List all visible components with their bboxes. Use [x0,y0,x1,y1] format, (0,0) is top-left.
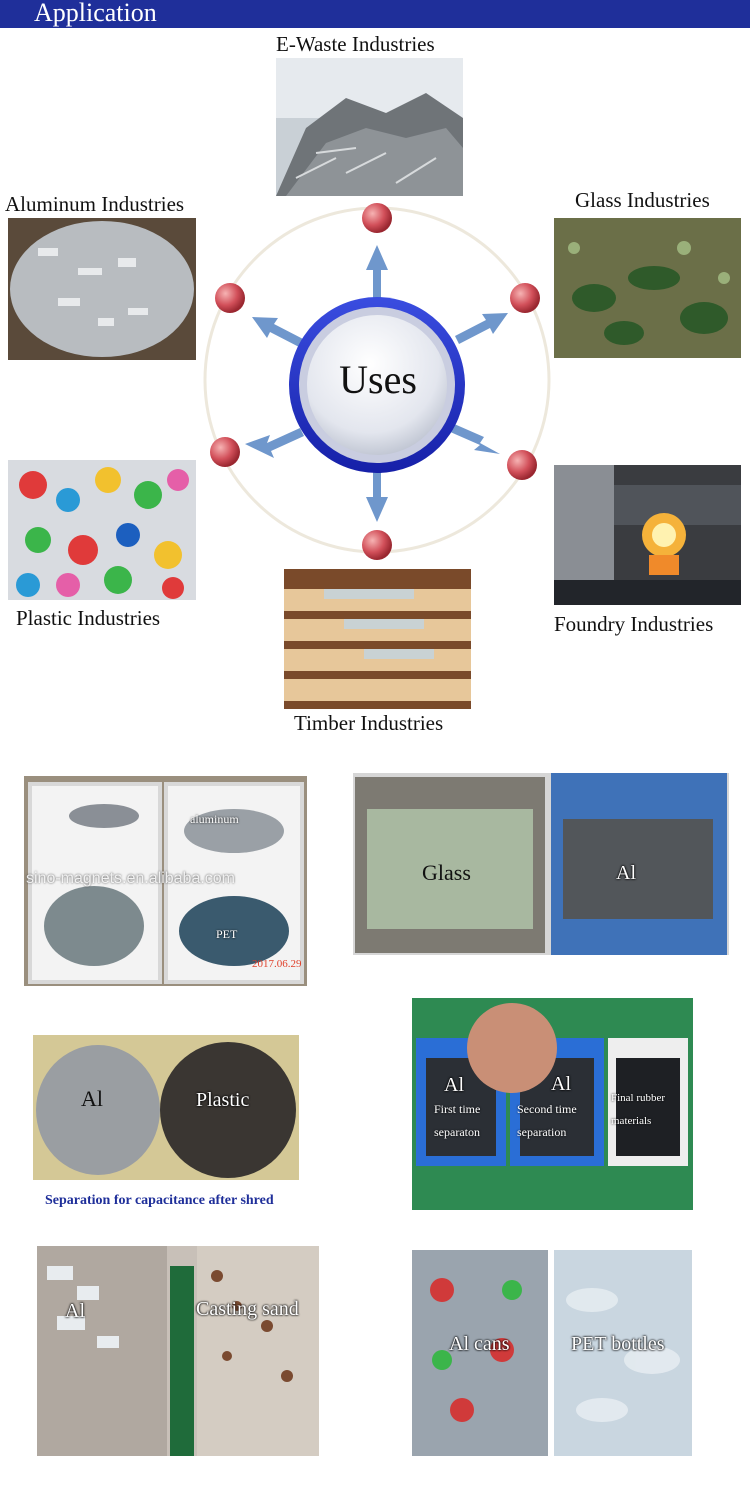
node-ball [362,530,392,560]
aluminum-label: Aluminum Industries [5,192,185,216]
glass-photo [554,218,741,358]
label-final-rubber: Final rubber [611,1092,666,1104]
label-second-separation: separation [517,1125,567,1139]
label-al-bin: Al [616,862,636,884]
label-second-time: Second time [517,1102,577,1116]
timber-photo [284,569,471,709]
timber-label: Timber Industries [294,711,444,735]
label-pet-small: PET [216,927,238,941]
section-header-bar [0,0,750,28]
label-pet-bottles: PET bottles [571,1333,665,1355]
label-final-materials: materials [611,1115,652,1127]
label-glass: Glass [422,860,471,885]
label-al-pieces: Al [65,1300,85,1322]
node-ball [210,437,240,467]
watermark: sino-magnets.en.alibaba.com [26,870,236,887]
separation-caption: Separation for capacitance after shred [45,1193,274,1208]
label-al-second: Al [551,1073,571,1095]
node-ball [510,283,540,313]
label-al-first: Al [444,1074,464,1096]
ewaste-label: E-Waste Industries [276,32,435,56]
label-al-pile: Al [81,1086,103,1111]
uses-label: Uses [339,357,417,402]
label-first-time: First time [434,1102,481,1116]
foundry-label: Foundry Industries [554,612,714,636]
uses-inner-disc [307,315,447,455]
node-ball [507,450,537,480]
gallery-photo-glass-al [353,773,729,955]
photo-date: 2017.06.29 [252,958,302,970]
section-title: Application [34,0,157,27]
foundry-photo [554,465,741,605]
aluminum-photo [8,218,196,360]
ewaste-photo [276,58,463,196]
gallery-photo-casting [37,1246,319,1456]
gallery-photo-al-plastic [33,1035,299,1180]
label-first-separation: separaton [434,1125,480,1139]
uses-diagram [203,203,551,560]
plastic-label: Plastic Industries [16,606,161,630]
label-al-cans: Al cans [449,1333,510,1355]
gallery-photo-aluminum-pet [24,776,307,986]
node-ball [215,283,245,313]
label-aluminum: aluminum [190,812,239,826]
plastic-photo [8,460,196,600]
gallery-photo-rubber [412,998,693,1210]
glass-label: Glass Industries [575,188,710,212]
arrows [245,245,508,522]
gallery-photo-cans-pet [412,1250,692,1456]
label-plastic-pile: Plastic [196,1089,250,1111]
label-casting-sand: Casting sand [196,1298,299,1320]
node-ball [362,203,392,233]
